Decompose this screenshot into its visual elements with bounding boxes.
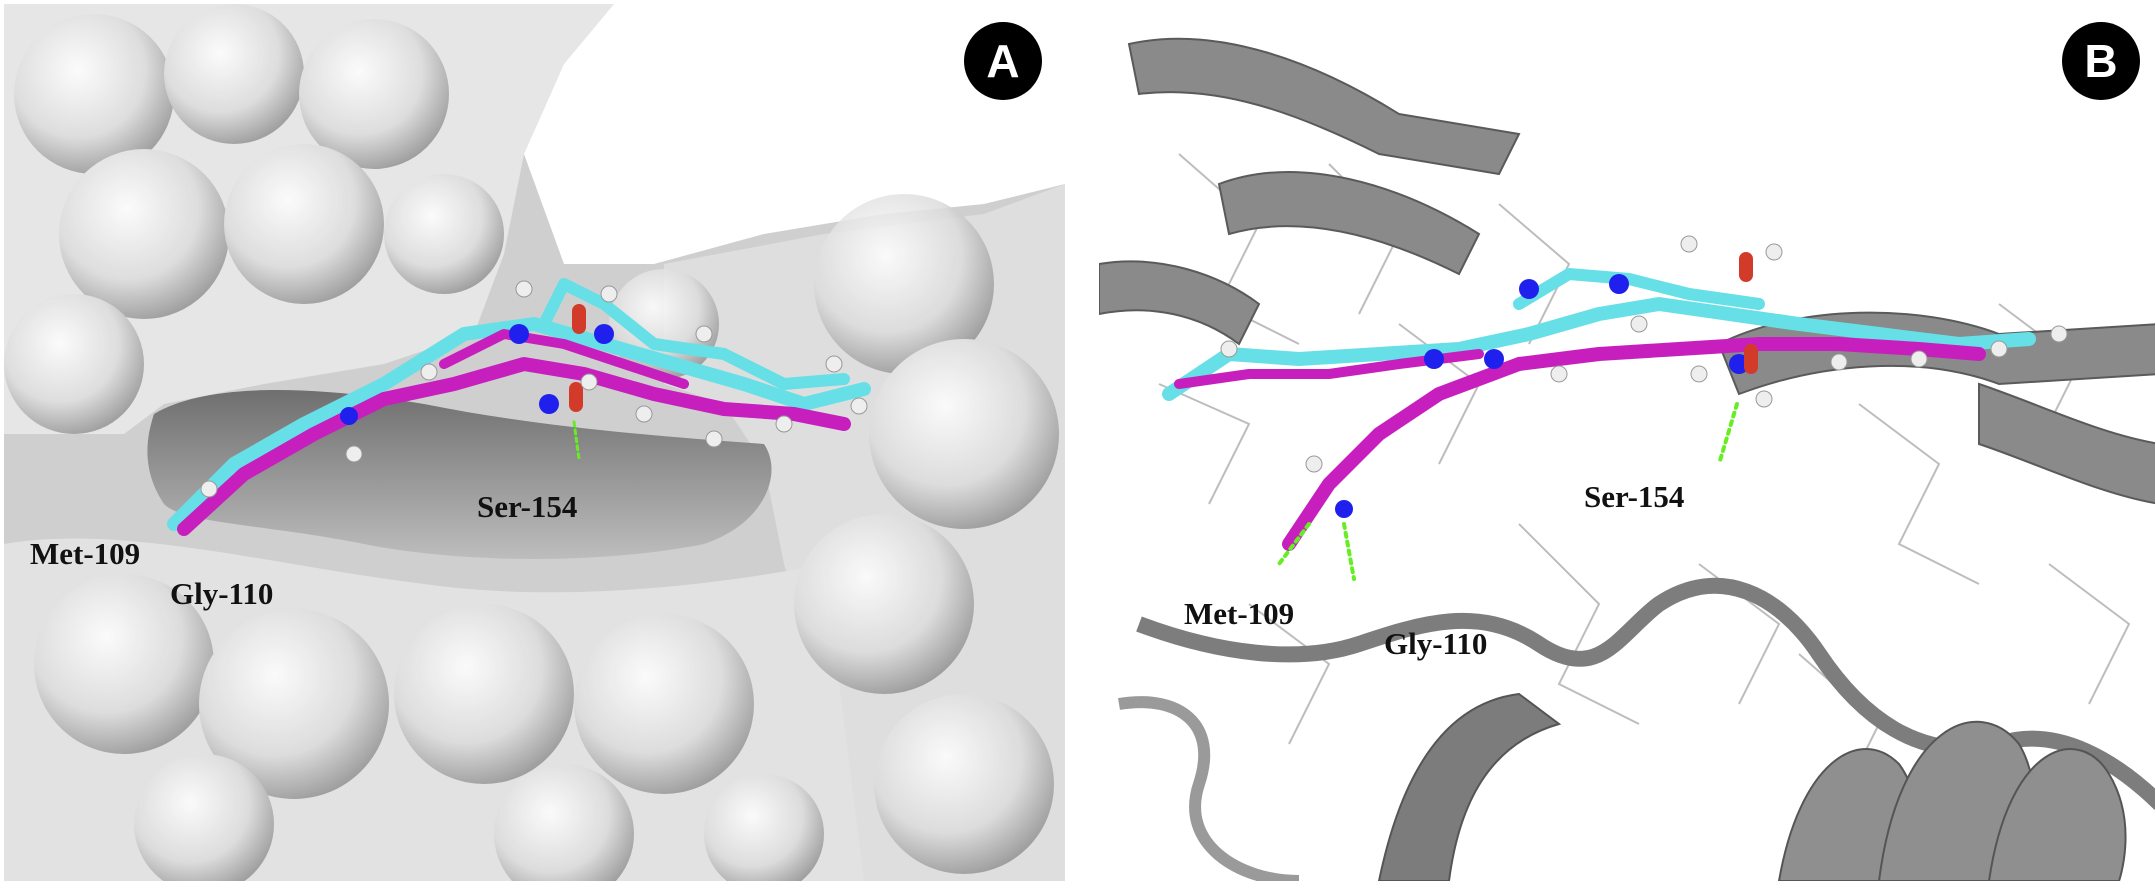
ligand-cyan [167,317,871,531]
ligand-magenta-ring [439,329,689,389]
panel-badge: A [964,22,1042,100]
residue-label-met109: Met-109 [1184,596,1295,631]
residue-label-ser154: Ser-154 [477,489,578,524]
surface-bumps [4,4,1059,881]
residue-label-ser154: Ser-154 [1584,479,1685,514]
ligand-cyan [1162,297,2036,401]
nitrogen-atom [539,394,559,414]
panel-b: B Met-109 Gly-110 Ser-154 [1099,4,2155,881]
hbond-gly110 [1342,522,1356,581]
helix [1777,720,2127,881]
oxygen-atom [572,304,586,334]
hbond-ser154 [1717,402,1739,466]
ligand-cyan-ring [1513,268,1765,310]
ligand-overlay [167,278,871,536]
nitrogen-atom [1424,349,1444,369]
ligand-magenta [1282,337,1986,551]
ligand-magenta [177,357,851,536]
hydrogen-atoms [1220,235,2068,473]
oxygen-atom [1744,344,1758,374]
residue-label-gly110: Gly-110 [1384,626,1488,661]
oxygen-atom [1739,252,1753,282]
nitrogen-atom [509,324,529,344]
residue-label-gly110: Gly-110 [170,576,274,611]
nitrogen-atom [594,324,614,344]
panel-b-canvas [1099,4,2155,881]
hbond-ser154 [572,420,581,461]
ribbon-strand-lower [1377,692,1562,881]
hbond-met109 [1277,522,1311,566]
panel-a-canvas [4,4,1065,881]
nitrogen-atom [1609,274,1629,294]
ligand-cyan-ring [538,278,850,390]
loop-backbone [1118,696,1300,881]
panel-badge: B [2062,22,2140,100]
nitrogen-atom [1335,500,1353,518]
nitrogen-atom [1519,279,1539,299]
nitrogen-atom [1484,349,1504,369]
nitrogen-atom [340,407,358,425]
hydrogen-atoms [200,280,868,498]
ligand-overlay [1162,235,2068,581]
panel-a: A Met-109 Gly-110 Ser-154 [4,4,1065,881]
residue-label-met109: Met-109 [30,536,141,571]
oxygen-atom [569,382,583,412]
